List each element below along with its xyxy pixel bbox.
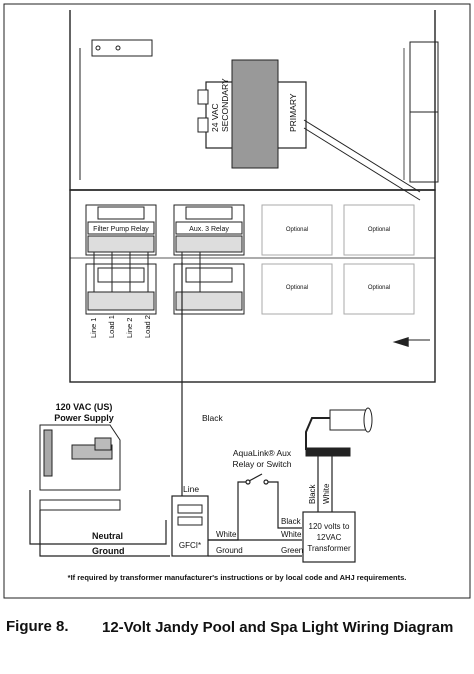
figure-number: Figure 8.	[6, 618, 69, 635]
ground-wire	[39, 510, 170, 557]
relay-aux3: Aux. 3 Relay	[173, 204, 245, 256]
gfci-label: GFCI*	[179, 541, 201, 550]
black-wire-label: Black	[202, 413, 224, 423]
transformer-text-2: 12VAC	[317, 533, 342, 542]
switch-label-2: Relay or Switch	[232, 459, 291, 469]
relay-optional-2: Optional	[343, 204, 415, 256]
terminal-label-line1: Line 1	[89, 318, 98, 338]
black-right-label: Black	[281, 517, 302, 526]
neutral-wire	[29, 490, 167, 545]
relay-block-1	[85, 263, 157, 315]
transformer-text-3: Transformer	[307, 544, 351, 553]
ground-small-label: Ground	[216, 546, 243, 555]
terminal-label-load1: Load 1	[107, 315, 116, 338]
footnote: *If required by transformer manufacturer…	[68, 573, 407, 582]
optional-label: Optional	[286, 227, 308, 233]
relay-optional-1: Optional	[261, 204, 333, 256]
optional-label: Optional	[368, 227, 390, 233]
ground-label: Ground	[92, 546, 125, 556]
power-supply-box	[39, 424, 121, 511]
neutral-label: Neutral	[92, 531, 123, 541]
line-label: Line	[183, 484, 199, 494]
terminal-label-load2: Load 2	[143, 315, 152, 338]
light-black-label: Black	[308, 483, 317, 504]
transformer: 24 VACSECONDARY PRIMARY	[197, 59, 307, 169]
transformer-text-1: 120 volts to	[309, 522, 350, 531]
transformer-secondary-label: 24 VACSECONDARY	[210, 78, 230, 132]
power-supply-title-1: 120 VAC (US)	[56, 402, 113, 412]
green-label: Green	[281, 546, 303, 555]
step-down-transformer: 120 volts to 12VAC Transformer	[302, 511, 356, 563]
aux3-relay-label: Aux. 3 Relay	[189, 226, 229, 233]
white-label: White	[216, 530, 237, 539]
light-white-label: White	[322, 483, 331, 504]
control-panel	[69, 10, 439, 383]
terminal-label-line2: Line 2	[125, 318, 134, 338]
relay-block-2	[173, 263, 245, 315]
pool-light	[305, 407, 373, 512]
switch-label-1: AquaLink® Aux	[233, 448, 292, 458]
optional-label: Optional	[368, 285, 390, 291]
figure-title: 12-Volt Jandy Pool and Spa Light Wiring …	[102, 619, 454, 636]
relay-optional-4: Optional	[343, 263, 415, 315]
optional-label: Optional	[286, 285, 308, 291]
relay-optional-3: Optional	[261, 263, 333, 315]
power-supply-title-2: Power Supply	[54, 413, 114, 423]
white-right-label: White	[281, 530, 302, 539]
transformer-primary-label: PRIMARY	[288, 93, 298, 132]
filter-pump-relay-label: Filter Pump Relay	[93, 226, 149, 233]
diagram-frame	[3, 3, 471, 599]
relay-filter-pump: Filter Pump Relay	[85, 204, 157, 256]
gfci-box: GFCI*	[171, 495, 209, 557]
